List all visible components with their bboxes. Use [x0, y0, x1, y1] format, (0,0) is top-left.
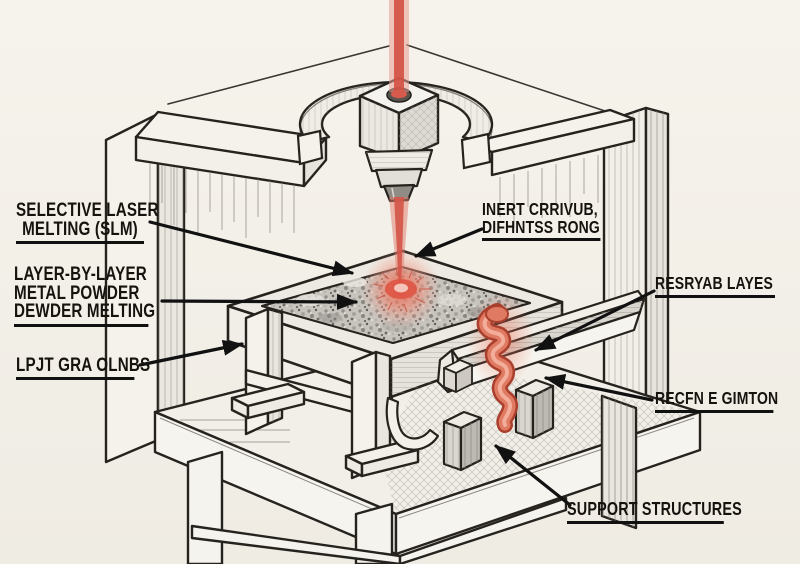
label-line: RECFN E GIMTON — [655, 388, 779, 408]
label-line: SELECTIVE LASER — [16, 200, 159, 221]
label-line: LPJT GRA OLNBS — [16, 355, 151, 376]
label-line: RESRYAB LAYES — [655, 273, 774, 293]
gantry-ring — [296, 81, 494, 170]
label-line: METAL POWDER — [14, 282, 140, 304]
annotation-arrows — [138, 220, 656, 507]
label-line: SUPPORT STRUCTURES — [567, 499, 742, 519]
label-recoater-station: RECFN E GIMTON — [655, 388, 779, 413]
overflow-chute — [385, 395, 440, 451]
laser-beam — [389, 0, 409, 99]
label-layer-by-layer: LAYER-BY-LAYER METAL POWDER DEWDER MELTI… — [14, 264, 156, 327]
melt-pool — [361, 197, 441, 329]
focus-nozzle — [364, 148, 434, 203]
table-legs — [186, 394, 638, 564]
arrow-recoated-layers — [534, 289, 656, 352]
shading-curtain-left — [149, 163, 295, 238]
label-line: MELTING (SLM) — [22, 219, 138, 240]
label-line: LAYER-BY-LAYER — [14, 264, 147, 285]
arrow-support — [494, 444, 572, 507]
arrow-inert — [414, 227, 484, 258]
label-inert-chamber: INERT CRRIVUB, DIFHNTSS RONG — [482, 199, 601, 241]
gantry-frame-left — [104, 110, 328, 464]
arrow-slm — [148, 220, 354, 277]
arrow-recoater — [544, 374, 654, 402]
label-line: DIFHNTSS RONG — [482, 217, 600, 237]
label-selective-laser-melting: SELECTIVE LASER MELTING (SLM) — [16, 200, 159, 244]
gantry-frame-right — [466, 106, 670, 454]
support-structure-blocks — [442, 378, 555, 472]
shading-curtain-right — [499, 155, 599, 228]
label-recoated-layers: RESRYAB LAYES — [655, 274, 775, 298]
chamber-roof-lines — [167, 44, 609, 113]
arrow-layer — [160, 293, 358, 310]
build-platform-stand — [230, 307, 420, 480]
trough-block — [443, 359, 473, 393]
label-line: INERT CRRIVUB, — [482, 199, 598, 219]
arrow-build-platform — [138, 339, 244, 367]
label-support-structures: SUPPORT STRUCTURES — [567, 499, 742, 524]
laser-head — [358, 76, 440, 162]
molten-metal-drip — [467, 292, 535, 433]
label-line: DEWDER MELTING — [14, 301, 156, 322]
label-build-platform: LPJT GRA OLNBS — [16, 355, 151, 380]
